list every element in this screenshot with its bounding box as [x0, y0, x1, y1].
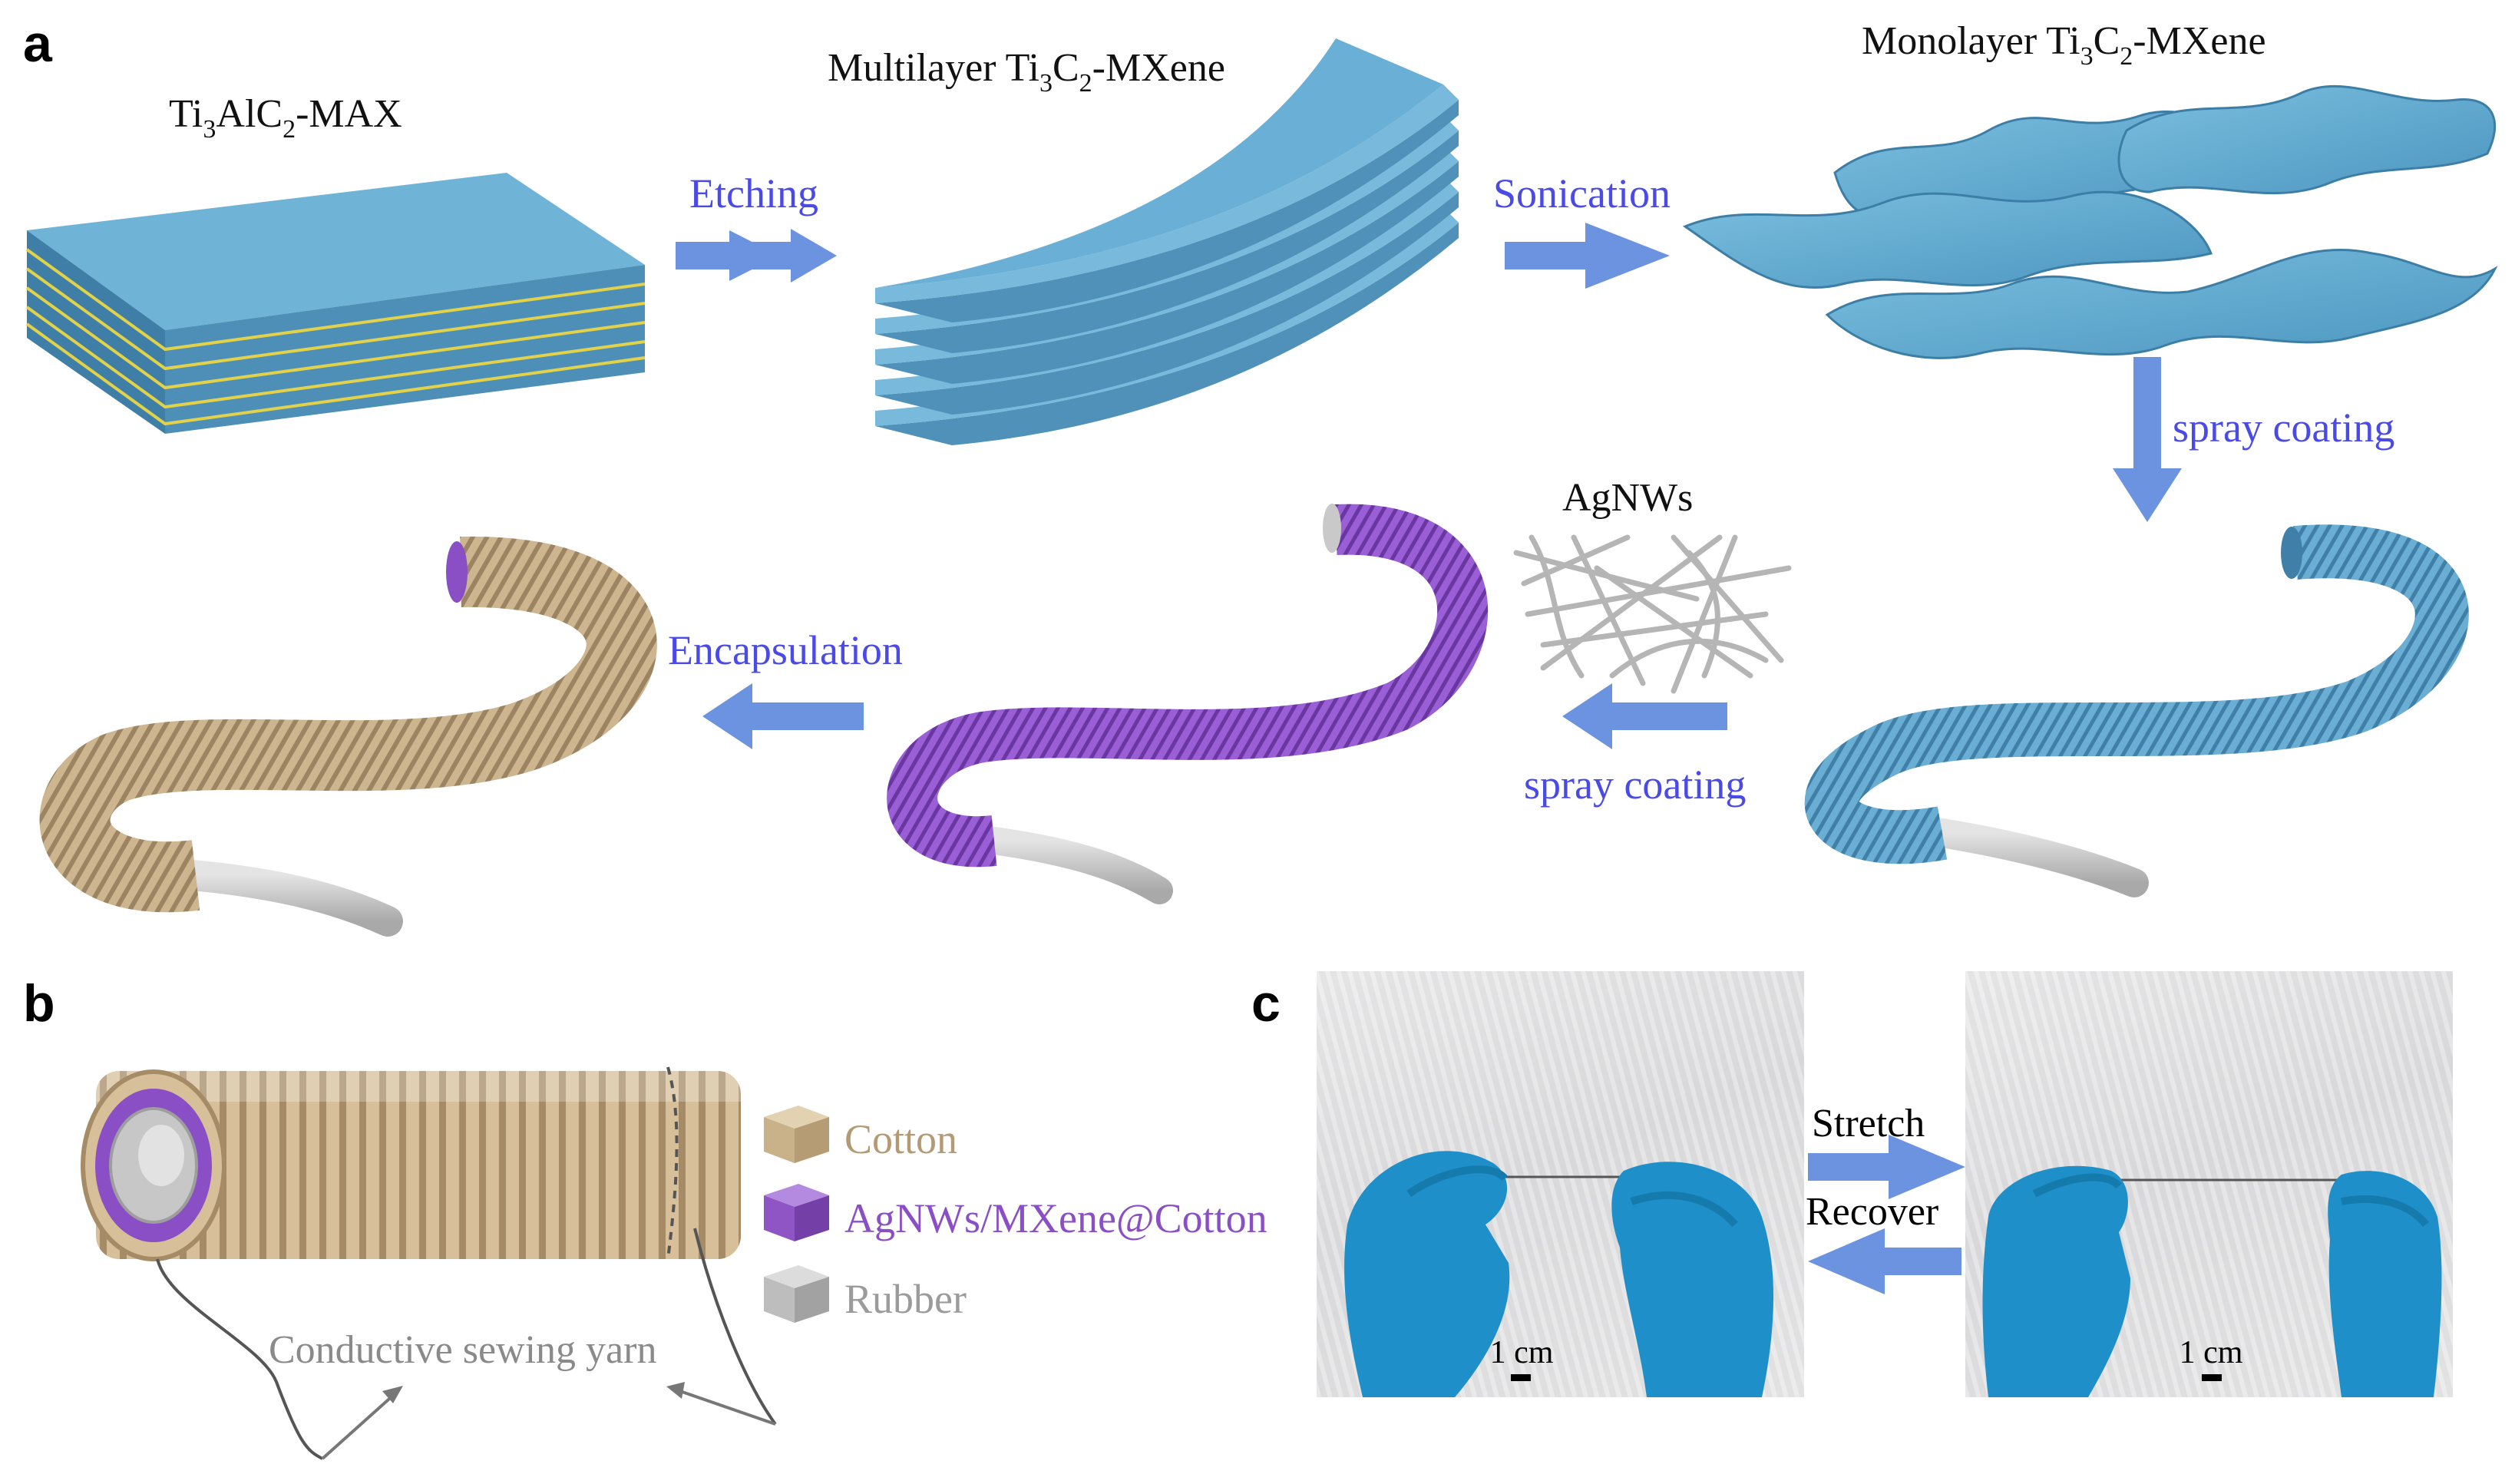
label-stretch: Stretch — [1812, 1102, 1925, 1145]
max-stack-illustration — [25, 173, 646, 434]
label-recover: Recover — [1806, 1190, 1938, 1234]
arrow-spray-left — [1562, 683, 1727, 749]
label-max: Ti3AlC2-MAX — [169, 92, 402, 144]
label-conductive-sewing-yarn: Conductive sewing yarn — [269, 1328, 656, 1372]
encapsulated-yarn — [39, 536, 657, 937]
arrow-sonication — [1505, 223, 1670, 289]
agnws-network-illustration — [1513, 534, 1792, 694]
step-sonication: Sonication — [1493, 170, 1671, 216]
multilayer-mxene-illustration — [875, 38, 1459, 445]
arrow-encapsulation — [702, 683, 864, 749]
monolayer-mxene-illustration — [1682, 84, 2498, 359]
photo-stretched-yarn: 1 cm — [1965, 971, 2453, 1397]
scale-label-right: 1 cm — [2180, 1335, 2243, 1370]
step-spray-coating-2: spray coating — [1524, 762, 1746, 808]
arrow-etching — [676, 229, 837, 283]
legend-label-rubber: Rubber — [844, 1276, 967, 1322]
yarn-cross-section-illustration — [81, 1066, 777, 1460]
panel-label-a: a — [23, 15, 53, 73]
arrow-stretch — [1808, 1135, 1965, 1199]
arrow-recover — [1808, 1228, 1961, 1294]
scale-label-left: 1 cm — [1490, 1335, 1554, 1370]
label-multilayer: Multilayer Ti3C2-MXene — [828, 46, 1225, 98]
legend-label-agnws-mxene: AgNWs/MXene@Cotton — [844, 1195, 1267, 1241]
step-etching: Etching — [689, 170, 818, 216]
mxene-coated-yarn — [1804, 524, 2469, 897]
legend-swatch-cotton — [764, 1106, 829, 1163]
step-spray-coating-1: spray coating — [2173, 405, 2394, 451]
panel-label-c: c — [1251, 974, 1281, 1033]
photo-relaxed-yarn: 1 cm — [1317, 971, 1804, 1397]
panel-label-b: b — [23, 974, 55, 1033]
photo-stretched-content: 1 cm — [1982, 1165, 2442, 1397]
agnws-mxene-coated-yarn — [887, 504, 1489, 904]
label-monolayer: Monolayer Ti3C2-MXene — [1862, 19, 2266, 71]
photo-relaxed-content: 1 cm — [1344, 1151, 1773, 1397]
legend-label-cotton: Cotton — [844, 1116, 957, 1162]
legend-swatch-rubber — [764, 1265, 829, 1323]
step-encapsulation: Encapsulation — [668, 627, 903, 673]
legend-swatch-agnws-mxene — [764, 1184, 829, 1241]
legend: Cotton AgNWs/MXene@Cotton Rubber — [764, 1106, 1267, 1323]
label-agnws: AgNWs — [1562, 476, 1693, 520]
arrow-spray-down — [2113, 357, 2182, 522]
